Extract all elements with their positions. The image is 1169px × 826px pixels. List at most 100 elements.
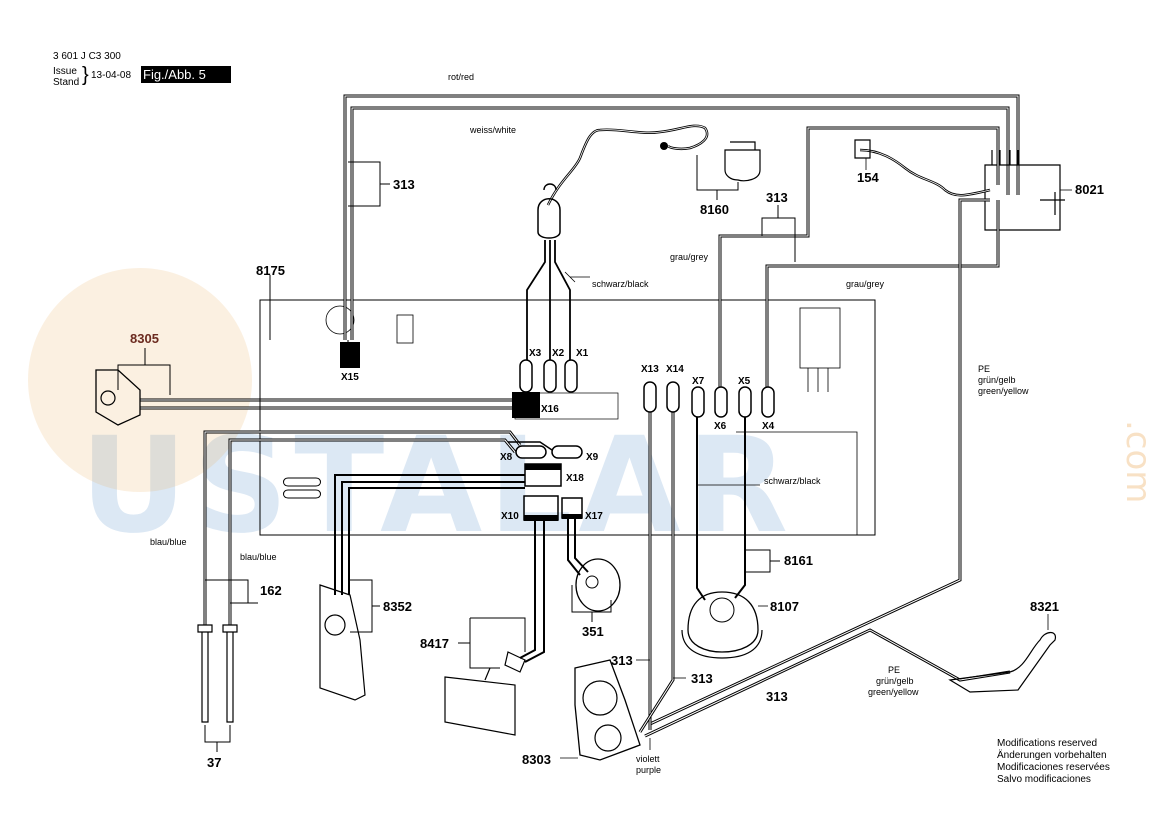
wire-blue-2-inner bbox=[229, 439, 516, 625]
spade-x4 bbox=[761, 386, 775, 418]
spade-x14 bbox=[666, 381, 680, 413]
motor-8107-rim bbox=[681, 629, 763, 659]
ferrite-core bbox=[537, 183, 561, 239]
board-8352 bbox=[319, 584, 366, 701]
board-8417 bbox=[444, 676, 516, 736]
label-pe2-a: PE bbox=[888, 665, 900, 675]
label-x1: X1 bbox=[576, 348, 589, 359]
brace-313a bbox=[348, 161, 390, 207]
part-313e: 313 bbox=[766, 689, 788, 704]
spade-x3 bbox=[519, 359, 533, 393]
mod-line-en: Modifications reserved bbox=[997, 738, 1098, 749]
label-x16: X16 bbox=[541, 404, 559, 415]
part-37: 37 bbox=[207, 755, 221, 770]
mod-line-es: Salvo modificaciones bbox=[997, 774, 1091, 785]
brace-8305 bbox=[117, 348, 171, 395]
spade-x5 bbox=[738, 386, 752, 418]
wire-blue-1 bbox=[203, 430, 522, 625]
socket-8303-top bbox=[582, 680, 618, 716]
label-x17: X17 bbox=[585, 511, 603, 522]
screw-37b bbox=[222, 624, 238, 723]
label-red: rot/red bbox=[448, 72, 474, 82]
spade-x7 bbox=[691, 386, 705, 418]
label-x10: X10 bbox=[501, 511, 519, 522]
part-313c: 313 bbox=[611, 653, 633, 668]
part-8021: 8021 bbox=[1075, 182, 1104, 197]
part-8321: 8321 bbox=[1030, 599, 1059, 614]
part-162: 162 bbox=[260, 583, 282, 598]
label-pe2-b: grün/gelb bbox=[876, 676, 914, 686]
label-pe2-c: green/yellow bbox=[868, 687, 919, 697]
wire-8160-inner bbox=[547, 125, 708, 206]
label-black2: schwarz/black bbox=[764, 476, 821, 486]
part-8417: 8417 bbox=[420, 636, 449, 651]
connector-x15 bbox=[340, 342, 360, 368]
issue-label: Issue bbox=[53, 66, 77, 77]
spade-x2 bbox=[543, 359, 557, 393]
connector-x16 bbox=[512, 392, 540, 418]
leader-black1 bbox=[564, 271, 590, 283]
wire-x8-x9 bbox=[508, 441, 556, 453]
brace-8160 bbox=[696, 155, 739, 200]
socket-8303 bbox=[574, 659, 641, 761]
part-351: 351 bbox=[582, 624, 604, 639]
wire-x14-inner bbox=[639, 395, 674, 733]
label-x3: X3 bbox=[529, 348, 542, 359]
part-8303: 8303 bbox=[522, 752, 551, 767]
stand-label: Stand bbox=[53, 77, 80, 88]
label-x15: X15 bbox=[341, 372, 359, 383]
wire-8305-inner bbox=[140, 399, 515, 409]
connector-x10 bbox=[524, 515, 558, 521]
relay-outline bbox=[799, 307, 841, 369]
part-313a: 313 bbox=[393, 177, 415, 192]
part-8107: 8107 bbox=[770, 599, 799, 614]
part-313d: 313 bbox=[691, 671, 713, 686]
label-blue2: blau/blue bbox=[240, 552, 277, 562]
brace: } bbox=[82, 64, 89, 86]
label-x18: X18 bbox=[566, 473, 584, 484]
label-white: weiss/white bbox=[469, 125, 516, 135]
brace-351 bbox=[571, 585, 612, 622]
housing-outline bbox=[259, 299, 876, 536]
switch-8021 bbox=[984, 150, 1065, 231]
label-grey2: grau/grey bbox=[846, 279, 885, 289]
relay-pins bbox=[807, 368, 829, 392]
component-351 bbox=[575, 558, 621, 612]
part-8161: 8161 bbox=[784, 553, 813, 568]
housing-inner bbox=[736, 431, 858, 535]
wire-motor-x7 bbox=[696, 395, 706, 601]
spade-x9 bbox=[551, 445, 583, 459]
wire-white bbox=[350, 106, 1010, 340]
wire-white-inner bbox=[351, 107, 1009, 340]
plug-154 bbox=[854, 139, 871, 159]
mod-line-fr: Modificaciones reservées bbox=[997, 762, 1110, 773]
spade-x1 bbox=[564, 359, 578, 393]
label-x9: X9 bbox=[586, 452, 599, 463]
figure-label: Fig./Abb. 5 bbox=[141, 66, 231, 83]
brace-37 bbox=[204, 725, 231, 752]
wire-pe-2-inner bbox=[644, 629, 1011, 737]
spade-x13 bbox=[643, 381, 657, 413]
housing-slot bbox=[396, 314, 414, 344]
label-violet-b: purple bbox=[636, 765, 661, 775]
part-154: 154 bbox=[857, 170, 879, 185]
wire-grey-2 bbox=[765, 200, 1000, 390]
wire-motor-x5 bbox=[734, 395, 746, 599]
wire-x14 bbox=[638, 395, 675, 733]
wire-351 bbox=[567, 518, 589, 576]
spade-x6 bbox=[714, 386, 728, 418]
label-x13: X13 bbox=[641, 364, 659, 375]
brace-313b bbox=[761, 205, 796, 262]
wire-grey-1 bbox=[718, 126, 1000, 390]
motor-8107-hub bbox=[709, 597, 735, 623]
plug-8160-head bbox=[660, 142, 668, 150]
modifications-note: Modifications reserved Änderungen vorbeh… bbox=[997, 738, 1110, 786]
sensor-8160 bbox=[724, 141, 761, 182]
brace-8161 bbox=[745, 549, 780, 573]
wires-x1-x3-top bbox=[526, 240, 571, 360]
part-8160: 8160 bbox=[700, 202, 729, 217]
plug-8417 bbox=[484, 651, 526, 681]
label-x4: X4 bbox=[762, 421, 775, 432]
label-blue1: blau/blue bbox=[150, 537, 187, 547]
